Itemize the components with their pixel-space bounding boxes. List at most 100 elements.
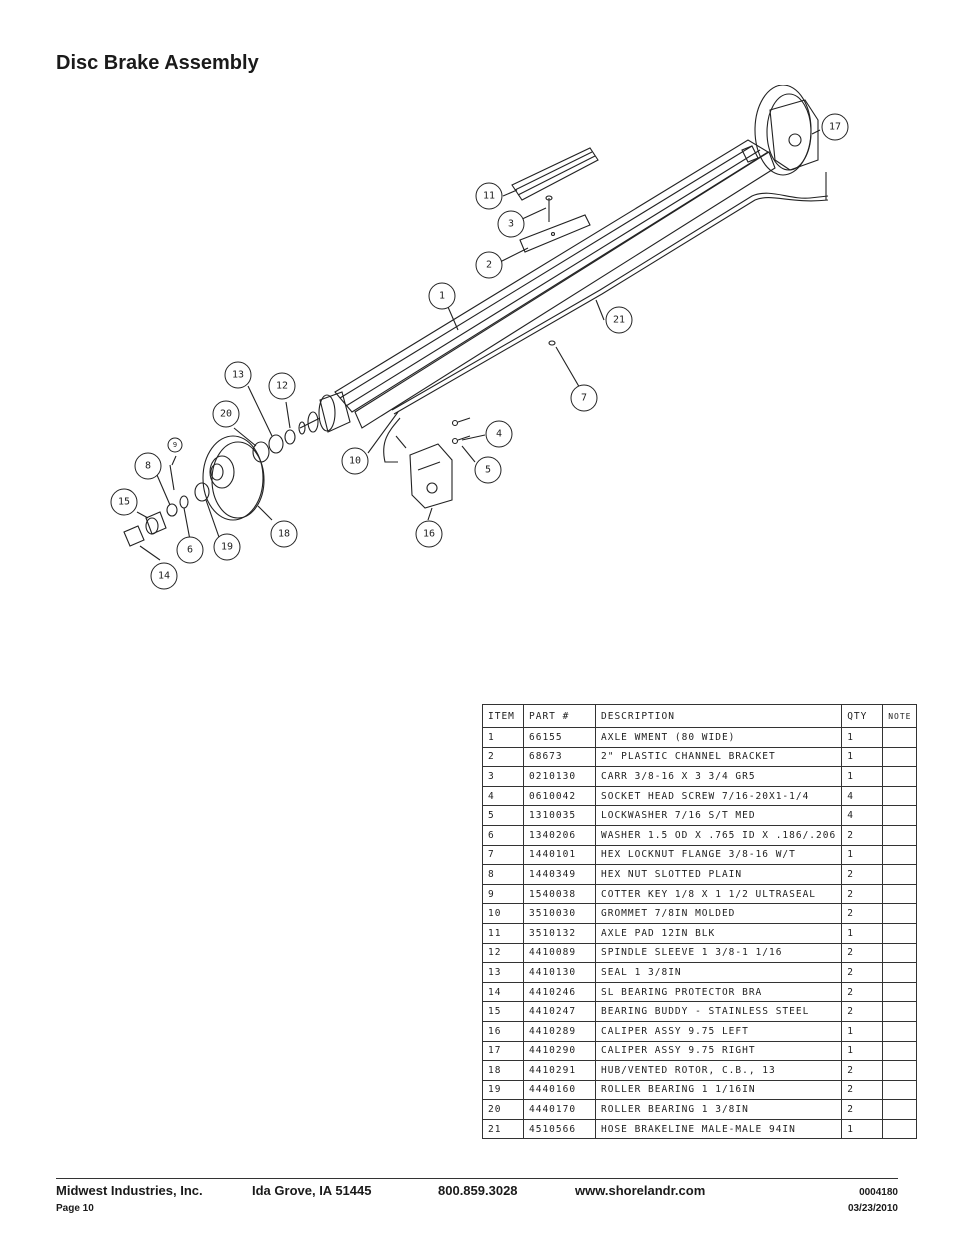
cell-part-number: 4410289 <box>523 1020 596 1042</box>
cell-note <box>882 1001 918 1022</box>
table-header-row: ITEM PART # DESCRIPTION QTY NOTE <box>482 704 918 728</box>
col-note-header: NOTE <box>882 704 918 728</box>
cell-item: 11 <box>482 922 524 944</box>
callout-label: 3 <box>508 219 514 230</box>
callout-label: 16 <box>423 529 435 540</box>
cell-qty: 4 <box>841 785 884 807</box>
cell-part-number: 4410089 <box>523 942 596 964</box>
left-rotor <box>202 435 264 521</box>
cell-description: LOCKWASHER 7/16 S/T MED <box>594 805 843 826</box>
cell-part-number: 1340206 <box>523 824 596 846</box>
cell-note <box>882 981 918 1003</box>
cell-note <box>882 1099 918 1120</box>
cell-description: HEX NUT SLOTTED PLAIN <box>594 864 843 885</box>
callout-label: 2 <box>486 260 492 271</box>
footer-phone: 800.859.3028 <box>438 1183 518 1198</box>
cell-note <box>882 824 918 846</box>
seal-13 <box>268 434 284 454</box>
callout-label: 6 <box>187 545 193 556</box>
doc-date: 03/23/2010 <box>847 1203 898 1214</box>
cell-item: 21 <box>482 1118 524 1140</box>
cell-qty: 1 <box>841 1040 884 1062</box>
nut-8 <box>166 503 178 517</box>
cell-note <box>882 727 918 748</box>
cell-part-number: 1310035 <box>523 805 596 826</box>
cell-note <box>882 844 918 866</box>
cell-qty: 2 <box>841 962 884 983</box>
left-caliper <box>409 443 453 509</box>
callout-label: 10 <box>349 456 361 467</box>
col-qty-header: QTY <box>841 704 884 728</box>
cell-description: AXLE WMENT (80 WIDE) <box>594 727 843 748</box>
cell-part-number: 1440101 <box>523 844 596 866</box>
col-item-header: ITEM <box>482 704 524 728</box>
bearing-buddy <box>145 511 167 535</box>
channel-bracket <box>519 214 591 253</box>
cell-part-number: 0210130 <box>523 766 596 787</box>
cell-part-number: 1440349 <box>523 864 596 885</box>
cell-qty: 2 <box>841 1079 884 1101</box>
cell-item: 17 <box>482 1040 524 1062</box>
cell-note <box>882 922 918 944</box>
cell-part-number: 3510030 <box>523 903 596 924</box>
callout-label: 15 <box>118 497 130 508</box>
callout-label: 9 <box>173 441 177 449</box>
cell-note <box>882 766 918 787</box>
callout-label: 14 <box>158 571 170 582</box>
cell-description: HOSE BRAKELINE MALE-MALE 94IN <box>594 1118 843 1140</box>
doc-number: 0004180 <box>859 1187 898 1198</box>
cell-description: WASHER 1.5 OD X .765 ID X .186/.206 <box>594 824 843 846</box>
cell-qty: 1 <box>841 1118 884 1140</box>
cell-description: SOCKET HEAD SCREW 7/16-20X1-1/4 <box>594 785 843 807</box>
cell-description: CALIPER ASSY 9.75 RIGHT <box>594 1040 843 1062</box>
cell-item: 1 <box>482 727 524 748</box>
cell-part-number: 4440170 <box>523 1099 596 1120</box>
cell-part-number: 0610042 <box>523 785 596 807</box>
cell-qty: 2 <box>841 981 884 1003</box>
cell-note <box>882 1118 918 1140</box>
cell-item: 16 <box>482 1020 524 1042</box>
cell-note <box>882 864 918 885</box>
spindle-sleeve-12 <box>284 429 296 445</box>
callout-label: 19 <box>221 542 233 553</box>
cell-item: 18 <box>482 1060 524 1081</box>
cell-item: 15 <box>482 1001 524 1022</box>
cell-part-number: 66155 <box>523 727 596 748</box>
cell-description: ROLLER BEARING 1 3/8IN <box>594 1099 843 1120</box>
cell-item: 5 <box>482 805 524 826</box>
cell-description: HEX LOCKNUT FLANGE 3/8-16 W/T <box>594 844 843 866</box>
cell-description: BEARING BUDDY - STAINLESS STEEL <box>594 1001 843 1022</box>
cell-item: 8 <box>482 864 524 885</box>
cell-item: 2 <box>482 746 524 768</box>
cell-qty: 2 <box>841 942 884 964</box>
callout-label: 8 <box>145 461 151 472</box>
cell-description: SEAL 1 3/8IN <box>594 962 843 983</box>
cell-item: 7 <box>482 844 524 866</box>
cell-description: GROMMET 7/8IN MOLDED <box>594 903 843 924</box>
callout-label: 17 <box>829 122 841 133</box>
cell-qty: 2 <box>841 1099 884 1120</box>
right-caliper <box>769 99 819 171</box>
cell-qty: 1 <box>841 746 884 768</box>
callout-label: 11 <box>483 191 495 202</box>
bearing-20 <box>252 441 270 463</box>
cell-qty: 1 <box>841 766 884 787</box>
footer-website[interactable]: www.shorelandr.com <box>575 1183 706 1198</box>
cell-qty: 1 <box>841 922 884 944</box>
cell-note <box>882 1020 918 1042</box>
cell-qty: 1 <box>841 727 884 748</box>
